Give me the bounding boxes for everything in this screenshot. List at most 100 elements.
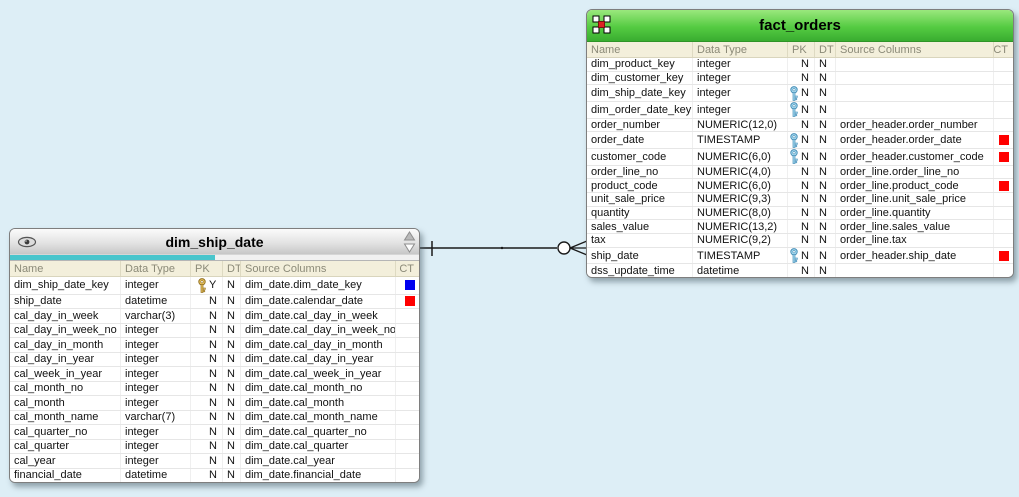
- source-columns-cell: dim_date.cal_day_in_year: [240, 352, 395, 366]
- column-header-data-type: Data Type: [692, 42, 787, 57]
- column-name-cell: dim_product_key: [591, 58, 675, 71]
- table-title: fact_orders: [759, 17, 841, 34]
- ct-cell: [395, 323, 419, 337]
- dt-cell: N: [814, 118, 835, 132]
- ct-cell: [993, 132, 1013, 149]
- blue-key-icon: [789, 102, 799, 118]
- mapping-progress-bar: [10, 254, 419, 261]
- ct-cell: [993, 85, 1013, 102]
- dt-cell: N: [222, 410, 240, 424]
- ct-cell: [993, 149, 1013, 165]
- data-type-cell: integer: [120, 439, 190, 453]
- column-name-cell: cal_month_no: [14, 382, 84, 395]
- pk-cell: N: [190, 396, 222, 410]
- source-columns-cell: [835, 58, 993, 71]
- dt-cell: N: [814, 193, 835, 206]
- source-columns-cell: dim_date.cal_day_in_week: [240, 309, 395, 323]
- scroll-up-icon[interactable]: [403, 231, 416, 241]
- source-columns-cell: order_header.ship_date: [835, 247, 993, 264]
- data-type-cell: TIMESTAMP: [692, 132, 787, 149]
- source-columns-cell: dim_date.cal_month_no: [240, 381, 395, 395]
- column-header-ct: CT: [993, 42, 1013, 57]
- dt-cell: N: [814, 247, 835, 264]
- cardinality-crowfoot-icon: [569, 240, 588, 256]
- table-fact-orders[interactable]: fact_orders Name Data Type PK DT Source …: [586, 9, 1014, 278]
- data-type-cell: TIMESTAMP: [692, 247, 787, 264]
- pk-cell: N: [190, 294, 222, 308]
- column-header-row: Name Data Type PK DT Source Columns CT: [10, 261, 419, 277]
- table-selector-icon[interactable]: [592, 15, 611, 34]
- source-columns-cell: dim_date.dim_date_key: [240, 277, 395, 294]
- eye-icon[interactable]: [17, 235, 37, 248]
- data-type-cell: NUMERIC(12,0): [692, 118, 787, 132]
- source-columns-cell: order_header.order_date: [835, 132, 993, 149]
- ct-cell: [395, 277, 419, 294]
- column-header-data-type: Data Type: [120, 261, 190, 276]
- column-header-source-columns: Source Columns: [835, 42, 993, 57]
- source-columns-cell: dim_date.cal_quarter_no: [240, 425, 395, 439]
- dt-cell: N: [814, 102, 835, 118]
- column-header-pk: PK: [787, 42, 814, 57]
- column-name-cell: order_line_no: [591, 166, 659, 179]
- column-header-name: Name: [591, 43, 621, 56]
- gold-key-icon: [197, 277, 207, 293]
- column-header-name: Name: [14, 262, 44, 275]
- scroll-down-icon[interactable]: [403, 243, 416, 253]
- ct-cell: [993, 118, 1013, 132]
- data-type-cell: NUMERIC(13,2): [692, 220, 787, 234]
- pk-cell: N: [190, 309, 222, 323]
- column-header-dt: DT: [222, 261, 240, 276]
- dt-cell: N: [814, 234, 835, 247]
- dt-cell: N: [222, 277, 240, 294]
- data-type-cell: datetime: [692, 264, 787, 277]
- column-header-dt: DT: [814, 42, 835, 57]
- data-type-cell: integer: [692, 71, 787, 85]
- table-dim-ship-date[interactable]: dim_ship_date Name Data Type PK DT Sourc…: [9, 228, 420, 483]
- ct-blue-indicator: [405, 280, 415, 291]
- ct-red-indicator: [999, 135, 1009, 146]
- pk-cell: N: [787, 234, 814, 247]
- ct-cell: [993, 247, 1013, 264]
- pk-cell: N: [190, 468, 222, 482]
- pk-cell: N: [190, 381, 222, 395]
- table-header-dim-ship-date[interactable]: dim_ship_date: [10, 229, 419, 254]
- pk-cell: N: [190, 454, 222, 468]
- table-header-fact-orders[interactable]: fact_orders: [587, 10, 1013, 42]
- column-name-cell: ship_date: [591, 249, 639, 262]
- source-columns-cell: [835, 71, 993, 85]
- pk-cell: N: [787, 102, 814, 118]
- source-columns-cell: dim_date.cal_quarter: [240, 439, 395, 453]
- dt-cell: N: [222, 439, 240, 453]
- source-columns-cell: dim_date.financial_date: [240, 468, 395, 482]
